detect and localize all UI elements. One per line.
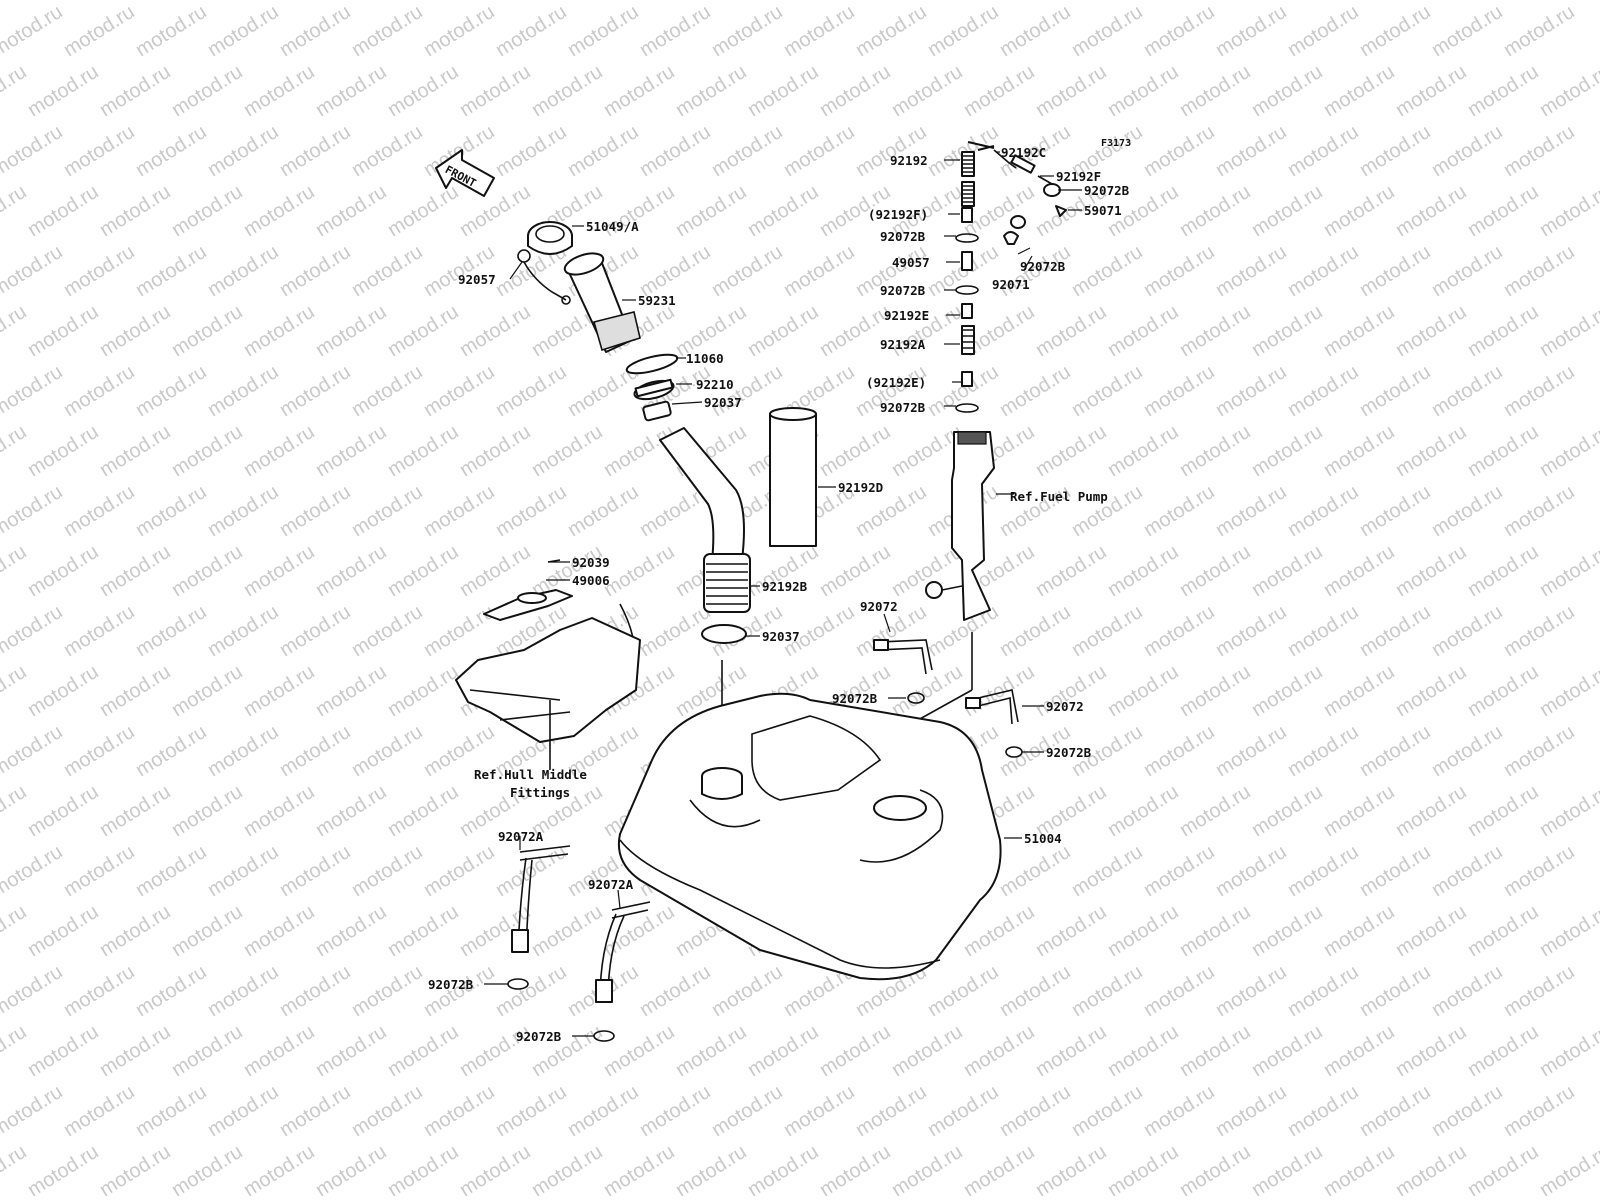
part-label: 92192 <box>890 153 928 168</box>
part-label: 92037 <box>762 629 800 644</box>
part-label: 59231 <box>638 293 676 308</box>
part-label: 92072 <box>860 599 898 614</box>
front-arrow-icon <box>435 149 495 197</box>
part-label: 92072B <box>428 977 474 992</box>
leader-lines <box>484 151 1082 1037</box>
part-label: 92192E <box>884 308 930 323</box>
part-label: 92072B <box>880 283 926 298</box>
part-label: 92072B <box>516 1029 562 1044</box>
ref-hull-line1: Ref.Hull Middle <box>474 767 587 782</box>
fuel-tank <box>618 692 1002 981</box>
part-label: 49057 <box>892 255 930 270</box>
part-label: 92192A <box>880 337 926 352</box>
part-label: 92192F <box>1056 169 1102 184</box>
part-label: 92192C <box>1001 145 1047 160</box>
part-label: 92072B <box>832 691 878 706</box>
hull-fitting <box>455 559 641 770</box>
small-fittings <box>993 149 1067 245</box>
part-label: 92039 <box>572 555 610 570</box>
part-label: 92071 <box>992 277 1030 292</box>
part-label: (92192F) <box>868 207 929 222</box>
part-label: 92037 <box>704 395 742 410</box>
part-label: 92072B <box>1084 183 1130 198</box>
part-label: 92057 <box>458 272 496 287</box>
part-label: 92072B <box>1020 259 1066 274</box>
part-label: 92072A <box>588 877 634 892</box>
nut <box>633 378 675 401</box>
part-label: 51049/A <box>586 219 639 234</box>
breather-hose <box>769 407 817 547</box>
strap-upper <box>873 639 1023 758</box>
filler-hose <box>659 427 751 613</box>
filler-cap <box>527 221 573 255</box>
part-label: 49006 <box>572 573 610 588</box>
part-label: 11060 <box>686 351 724 366</box>
ref-hull-line2: Fittings <box>510 785 571 800</box>
part-label: 92210 <box>696 377 734 392</box>
part-label: 92192D <box>838 480 884 495</box>
fuel-pump <box>899 141 995 790</box>
lower-straps <box>507 845 651 1042</box>
figure-code: F3173 <box>1101 138 1132 149</box>
part-label: 92072B <box>880 229 926 244</box>
part-label: 92072B <box>880 400 926 415</box>
o-ring <box>625 353 679 375</box>
retainer-strap <box>517 249 571 305</box>
part-label: (92192E) <box>866 375 927 390</box>
part-label: 92072 <box>1046 699 1084 714</box>
filler-neck <box>563 252 641 353</box>
part-label: 92072B <box>1046 745 1092 760</box>
hose-clamp-upper <box>642 400 672 422</box>
ref-fuel-pump: Ref.Fuel Pump <box>1010 489 1108 504</box>
part-label: 59071 <box>1084 203 1122 218</box>
hose-clamp-lower <box>701 624 747 644</box>
part-label: 92072A <box>498 829 544 844</box>
part-label: 51004 <box>1024 831 1062 846</box>
part-label: 92192B <box>762 579 808 594</box>
